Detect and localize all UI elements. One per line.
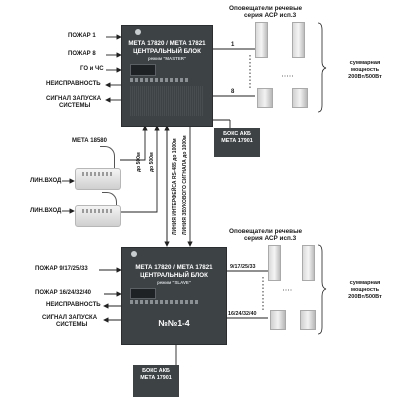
input-fire-9-17-25-33: ПОЖАР 9/17/25/33 <box>35 266 88 272</box>
slave-button-row <box>130 300 198 304</box>
master-display <box>130 64 156 76</box>
input-fire-1: ПОЖАР 1 <box>68 33 96 39</box>
bottom-total-power-line1: суммарная <box>349 280 381 286</box>
mic-model-label: МЕТА 18580 <box>72 138 107 144</box>
bottom-line-b-label: 16/24/32/40 <box>228 311 257 317</box>
speaker-icon <box>300 310 316 330</box>
battery-box-bottom: БОКС АКБ МЕТА 17901 <box>133 365 179 397</box>
speaker-icon <box>292 88 308 108</box>
top-total-power-line1: суммарная <box>349 60 381 66</box>
master-central-unit: МЕТА 17820 / МЕТА 17821 ЦЕНТРАЛЬНЫЙ БЛОК… <box>121 25 213 127</box>
microphone-gooseneck-icon <box>102 192 117 209</box>
slave-central-unit: МЕТА 17820 / МЕТА 17821 ЦЕНТРАЛЬНЫЙ БЛОК… <box>121 247 227 345</box>
slave-unit-numbers: №№1-4 <box>158 318 190 328</box>
top-speakers-caption-line2: серия АСР исп.3 <box>244 12 297 19</box>
bottom-speakers-caption-line1: Оповещатели речевые <box>229 228 303 235</box>
battery-top-line1: БОКС АКБ <box>223 131 251 137</box>
slave-display <box>130 288 156 299</box>
cable-mic2-length: до 500м <box>149 152 155 172</box>
input-fire-8: ПОЖАР 8 <box>68 51 96 57</box>
bottom-speakers-caption-line2: серия АСР исп.3 <box>244 235 297 242</box>
top-total-power-line2: мощность <box>350 67 380 73</box>
output-fault: НЕИСПРАВНОСТЬ <box>46 81 101 87</box>
output-start-line1: СИГНАЛ ЗАПУСКА <box>46 96 102 102</box>
top-line-1-label: 1 <box>231 42 235 48</box>
slave-logo-icon <box>131 251 137 257</box>
master-logo-icon <box>135 29 141 35</box>
top-speakers-caption-line1: Оповещатели речевые <box>229 5 303 12</box>
battery-box-top: БОКС АКБ МЕТА 17901 <box>214 128 260 157</box>
master-button-row <box>130 78 190 82</box>
line-input-1: ЛИН.ВХОД <box>30 178 62 184</box>
mic2-keys <box>82 209 112 213</box>
battery-bottom-line2: МЕТА 17901 <box>140 375 172 381</box>
bottom-line-a-label: 9/17/25/33 <box>230 264 256 270</box>
master-title-line1: МЕТА 17820 / МЕТА 17821 <box>128 40 206 47</box>
slave-mode: режим "SLAVE" <box>157 280 191 285</box>
top-total-power-line3: 200Вт/500Вт <box>348 74 382 80</box>
line-input-2: ЛИН.ВХОД <box>30 208 62 214</box>
bottom-total-power-line2: мощность <box>350 287 380 293</box>
bottom-total-power-line3: 200Вт/500Вт <box>348 294 382 300</box>
slave-output-start-line1: СИГНАЛ ЗАПУСКА <box>42 315 98 321</box>
cable-rs485-label: ЛИНИЯ ИНТЕРФЕЙСА RS-485 до 1000м <box>172 138 178 235</box>
cable-mic1-length: до 500м <box>136 152 142 172</box>
battery-bottom-line1: БОКС АКБ <box>142 368 170 374</box>
master-mode: режим "MASTER" <box>147 56 187 61</box>
input-go-chs: ГО и ЧС <box>80 66 104 72</box>
mic1-keys <box>82 172 112 176</box>
slave-title-line1: МЕТА 17820 / МЕТА 17821 <box>135 264 213 271</box>
speaker-icon <box>292 22 305 58</box>
top-line-8-label: 8 <box>231 89 235 95</box>
speaker-icon <box>255 22 268 58</box>
battery-top-line2: МЕТА 17901 <box>221 138 253 144</box>
input-fire-16-24-32-40: ПОЖАР 16/24/32/40 <box>35 290 92 296</box>
slave-output-fault: НЕИСПРАВНОСТЬ <box>46 302 101 308</box>
microphone-gooseneck-icon <box>100 146 115 169</box>
speaker-icon <box>268 245 281 281</box>
slave-output-start-line2: СИСТЕМЫ <box>56 322 88 328</box>
speaker-icon <box>302 245 315 281</box>
slave-title-line2: ЦЕНТРАЛЬНЫЙ БЛОК <box>140 271 208 279</box>
speaker-icon <box>257 88 273 108</box>
master-grill <box>130 86 204 116</box>
speaker-icon <box>270 310 286 330</box>
output-start-line2: СИСТЕМЫ <box>59 103 91 109</box>
cable-audio-label: ЛИНИЯ ЗВУКОВОГО СИГНАЛА до 1000м <box>182 135 188 235</box>
master-title-line2: ЦЕНТРАЛЬНЫЙ БЛОК <box>133 47 201 55</box>
